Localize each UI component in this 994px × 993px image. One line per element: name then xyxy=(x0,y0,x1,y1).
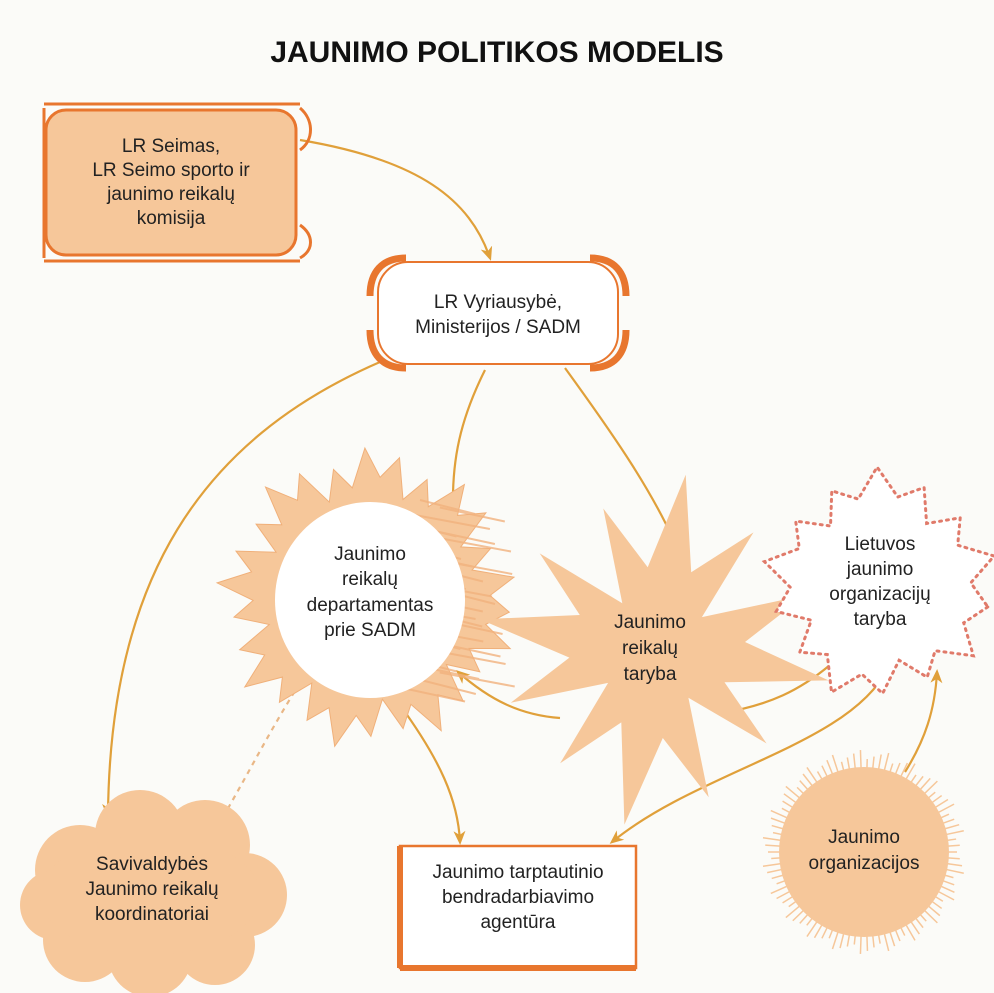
edge-ljot-to-agentura xyxy=(609,667,889,844)
node-agentura-line-2: bendradarbiavimo xyxy=(442,887,594,908)
node-departamentas-line-4: prie SADM xyxy=(324,620,416,641)
node-seimas-line-4: komisija xyxy=(137,208,206,229)
node-vyriausybe-line-2: Ministerijos / SADM xyxy=(415,317,581,338)
node-agentura-line-1: Jaunimo tarptautinio xyxy=(432,862,603,883)
edge-vyriausybe-to-departamentas xyxy=(446,369,486,511)
node-agentura: Jaunimo tarptautinio bendradarbiavimo ag… xyxy=(397,844,638,971)
node-ljot-line-3: organizacijų xyxy=(829,584,930,605)
node-savivaldybes: Savivaldybės Jaunimo reikalų koordinator… xyxy=(20,790,287,993)
node-departamentas-line-1: Jaunimo xyxy=(334,544,406,565)
node-savivaldybes-line-1: Savivaldybės xyxy=(96,854,208,875)
node-departamentas-line-2: reikalų xyxy=(342,569,398,590)
node-savivaldybes-line-3: koordinatoriai xyxy=(95,904,209,925)
node-taryba: Jaunimo reikalų taryba xyxy=(479,474,829,825)
node-organizacijos: Jaunimo organizacijos xyxy=(762,750,964,954)
node-seimas-line-2: LR Seimo sporto ir xyxy=(92,160,250,181)
node-taryba-line-1: Jaunimo xyxy=(614,612,686,633)
edge-seimas-to-vyriausybe xyxy=(299,138,493,261)
edge-organizacijos-to-ljot xyxy=(904,669,943,773)
node-seimas-line-3: jaunimo reikalų xyxy=(106,184,235,205)
node-vyriausybe-line-1: LR Vyriausybė, xyxy=(434,292,562,313)
node-seimas: LR Seimas, LR Seimo sporto ir jaunimo re… xyxy=(42,102,312,263)
node-organizacijos-line-2: organizacijos xyxy=(809,853,920,874)
node-savivaldybes-line-2: Jaunimo reikalų xyxy=(85,879,218,900)
edge-departamentas-to-savivaldybes-dashed xyxy=(218,682,301,825)
node-taryba-line-3: taryba xyxy=(624,664,677,685)
node-ljot: Lietuvos jaunimo organizacijų taryba xyxy=(761,464,994,696)
edge-taryba-to-departamentas xyxy=(455,670,561,720)
node-seimas-line-1: LR Seimas, xyxy=(122,136,220,157)
node-departamentas-line-3: departamentas xyxy=(307,595,434,616)
node-ljot-line-4: taryba xyxy=(854,609,907,630)
node-organizacijos-line-1: Jaunimo xyxy=(828,827,900,848)
node-agentura-line-3: agentūra xyxy=(480,912,555,933)
diagram-title: JAUNIMO POLITIKOS MODELIS xyxy=(270,36,723,69)
node-taryba-line-2: reikalų xyxy=(622,638,678,659)
edge-vyriausybe-to-savivaldybes xyxy=(102,360,381,818)
node-ljot-line-2: jaunimo xyxy=(846,559,914,580)
node-vyriausybe: LR Vyriausybė, Ministerijos / SADM xyxy=(366,254,630,372)
node-ljot-line-1: Lietuvos xyxy=(845,534,916,555)
node-departamentas: Jaunimo reikalų departamentas prie SADM xyxy=(215,446,516,748)
edge-departamentas-to-agentura xyxy=(399,704,466,845)
edges xyxy=(102,138,943,845)
